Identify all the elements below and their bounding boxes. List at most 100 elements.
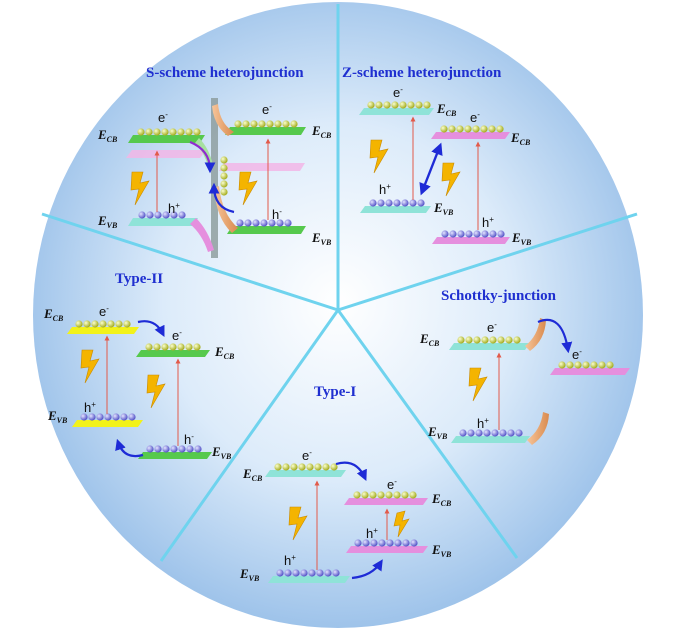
s-left-electron-label: e- bbox=[158, 110, 168, 125]
t2-right-hole-label: h- bbox=[184, 432, 194, 447]
lightning-icon bbox=[146, 374, 166, 409]
t1-outer-holes bbox=[276, 569, 340, 577]
t1-inner-electrons bbox=[353, 491, 417, 499]
lightning-icon bbox=[238, 171, 258, 206]
z-left-ecb-label: ECB bbox=[436, 101, 457, 118]
sch-metal-electron-label: e- bbox=[572, 347, 582, 362]
sch-electrons bbox=[457, 336, 521, 344]
background-disk bbox=[33, 2, 643, 628]
t1-inner-hole-label: h+ bbox=[366, 526, 378, 541]
s-left-holes bbox=[138, 211, 186, 219]
sch-evb-label: EVB bbox=[427, 424, 448, 441]
z-right-hole-label: h+ bbox=[482, 215, 494, 230]
t1-outer-ecb-label: ECB bbox=[242, 466, 263, 483]
t1-outer-cb-band bbox=[265, 470, 346, 477]
lightning-icon bbox=[468, 367, 488, 402]
s-left-ecb-label: ECB bbox=[97, 127, 118, 144]
t1-inner-cb-band bbox=[344, 498, 428, 505]
sch-cb-band bbox=[449, 343, 530, 350]
z-scheme-title: Z-scheme heterojunction bbox=[342, 65, 502, 81]
z-left-electrons bbox=[367, 101, 431, 109]
sch-holes bbox=[459, 429, 523, 437]
t2-left-vb-band bbox=[72, 420, 143, 427]
t2-right-electron-label: e- bbox=[172, 328, 182, 343]
lightning-icon bbox=[393, 510, 410, 538]
z-right-cb-band bbox=[431, 132, 510, 139]
z-right-ecb-label: ECB bbox=[510, 130, 531, 147]
sch-vb-band bbox=[451, 436, 530, 443]
transfer-arrow-icon bbox=[115, 438, 144, 458]
section-dividers bbox=[41, 4, 638, 562]
t1-outer-electron-label: e- bbox=[302, 448, 312, 463]
type-ii-diagram: e- e- h+ h- ECB ECB EVB EVB bbox=[43, 304, 235, 461]
transfer-arrow-icon bbox=[137, 320, 165, 337]
s-left-evb-label: EVB bbox=[97, 213, 118, 230]
t2-right-holes bbox=[146, 445, 202, 453]
lightning-icon bbox=[288, 506, 308, 541]
s-scheme-diagram: e- e- h+ h- ECB EVB ECB EVB bbox=[97, 98, 332, 258]
z-right-electrons bbox=[440, 125, 504, 133]
t1-inner-vb-band bbox=[346, 546, 428, 553]
s-right-vb-band bbox=[227, 226, 306, 234]
lightning-icon bbox=[369, 139, 389, 174]
schottky-diagram: e- e- h+ ECB EVB bbox=[419, 318, 630, 445]
t1-outer-hole-label: h+ bbox=[284, 553, 296, 568]
lightning-icon bbox=[441, 162, 461, 197]
t2-left-electron-label: e- bbox=[99, 304, 109, 319]
z-right-evb-label: EVB bbox=[511, 230, 532, 247]
t2-right-electrons bbox=[145, 343, 201, 351]
transfer-arrow-icon bbox=[208, 182, 235, 214]
s-interface-electrons bbox=[220, 156, 228, 196]
s-right-hole-label: h- bbox=[272, 207, 282, 222]
transfer-arrow-icon bbox=[419, 142, 443, 196]
s-right-electron-label: e- bbox=[262, 102, 272, 117]
t1-outer-vb-band bbox=[268, 576, 350, 583]
sch-electron-label: e- bbox=[487, 320, 497, 335]
s-left-vb-band bbox=[128, 218, 198, 226]
lightning-icon bbox=[130, 171, 150, 206]
s-left-hole-label: h+ bbox=[168, 201, 180, 216]
type-ii-title: Type-II bbox=[115, 271, 163, 287]
transfer-arrow-icon bbox=[335, 461, 367, 482]
z-left-electron-label: e- bbox=[393, 85, 403, 100]
t2-right-evb-label: EVB bbox=[211, 444, 232, 461]
z-right-electron-label: e- bbox=[470, 110, 480, 125]
sch-metal-electrons bbox=[558, 361, 614, 369]
t1-outer-electrons bbox=[274, 463, 338, 471]
z-left-vb-band bbox=[360, 206, 431, 213]
sch-hole-label: h+ bbox=[477, 416, 489, 431]
schottky-title: Schottky-junction bbox=[441, 288, 557, 304]
lightning-icon bbox=[80, 349, 100, 384]
s-left-electrons bbox=[137, 128, 201, 136]
type-i-title: Type-I bbox=[314, 384, 356, 400]
s-right-evb-label: EVB bbox=[311, 230, 332, 247]
t2-left-electrons bbox=[75, 320, 131, 328]
t2-right-cb-band bbox=[136, 350, 210, 357]
s-right-ecb-label: ECB bbox=[311, 123, 332, 140]
t1-outer-evb-label: EVB bbox=[239, 566, 260, 583]
z-right-holes bbox=[441, 230, 505, 238]
t2-left-cb-band bbox=[67, 327, 139, 334]
t2-right-ecb-label: ECB bbox=[214, 344, 235, 361]
s-scheme-title: S-scheme heterojunction bbox=[146, 65, 304, 81]
z-left-cb-band bbox=[359, 108, 434, 115]
s-right-holes bbox=[236, 219, 292, 227]
type-i-diagram: e- e- h+ h+ ECB ECB EVB EVB bbox=[239, 448, 452, 583]
s-right-cb-band bbox=[225, 127, 306, 135]
t2-left-ecb-label: ECB bbox=[43, 306, 64, 323]
t1-inner-evb-label: EVB bbox=[431, 542, 452, 559]
z-left-hole-label: h+ bbox=[379, 182, 391, 197]
t1-inner-ecb-label: ECB bbox=[431, 491, 452, 508]
transfer-arrow-icon bbox=[189, 140, 216, 174]
t2-left-evb-label: EVB bbox=[47, 408, 68, 425]
t2-left-hole-label: h+ bbox=[84, 400, 96, 415]
s-right-electrons bbox=[234, 120, 298, 128]
t1-inner-electron-label: e- bbox=[387, 477, 397, 492]
t2-left-holes bbox=[80, 413, 136, 421]
sch-metal-band bbox=[550, 368, 630, 375]
t2-right-vb-band bbox=[138, 452, 212, 459]
sch-ecb-label: ECB bbox=[419, 331, 440, 348]
transfer-arrow-icon bbox=[537, 318, 573, 354]
t1-inner-holes bbox=[354, 539, 418, 547]
